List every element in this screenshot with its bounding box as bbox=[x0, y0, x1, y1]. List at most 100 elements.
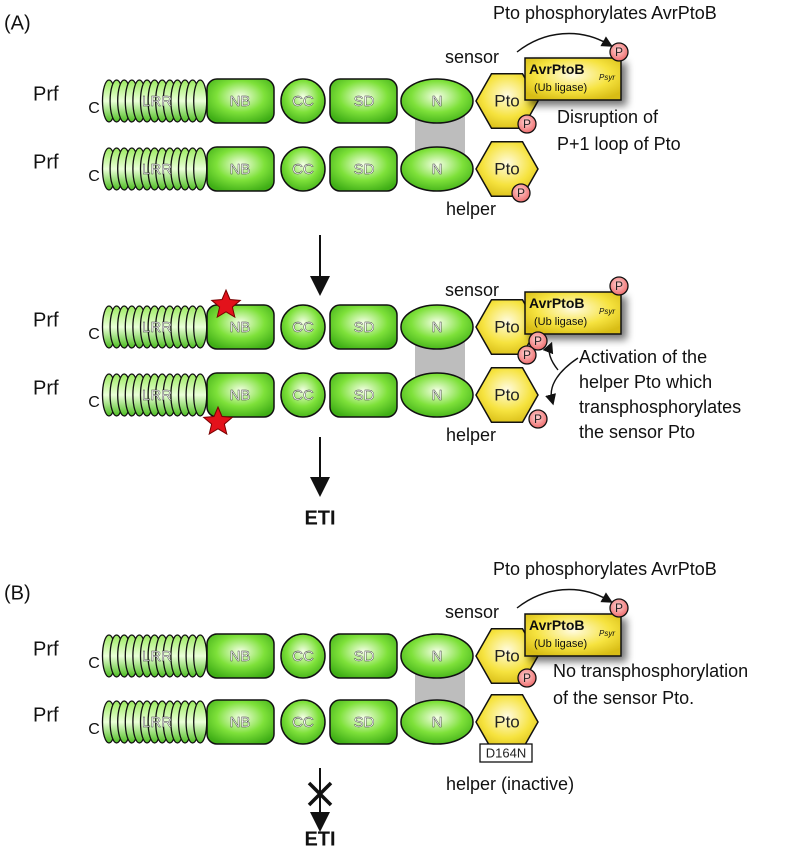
phosphate-label: P bbox=[523, 117, 531, 131]
ub-ligase-note: (Ub ligase) bbox=[534, 82, 587, 94]
pto-label: Pto bbox=[494, 646, 520, 665]
n-label: N bbox=[432, 93, 443, 110]
sd-domain bbox=[329, 633, 398, 679]
phosphorylation-arrow-b bbox=[516, 588, 613, 609]
nb-domain bbox=[206, 633, 275, 679]
nb-label: NB bbox=[230, 319, 251, 336]
lrr-domain: LRR bbox=[101, 373, 208, 417]
panel-b-label: (B) bbox=[4, 582, 31, 604]
lrr-label: LRR bbox=[142, 161, 172, 178]
phosphate-label: P bbox=[534, 334, 542, 348]
n-domain bbox=[400, 633, 474, 679]
transphosphorylation-arrow bbox=[545, 357, 579, 406]
mutation-label: D164N bbox=[486, 745, 526, 760]
n-domain bbox=[400, 372, 474, 418]
cc-domain bbox=[280, 633, 326, 679]
cc-label: CC bbox=[292, 319, 314, 336]
c-terminus-label: C bbox=[88, 168, 100, 185]
panel-a-label: (A) bbox=[4, 12, 31, 34]
phosphate-label: P bbox=[615, 45, 623, 59]
nb-domain bbox=[206, 146, 275, 192]
activation-note-line: Activation of the bbox=[579, 347, 707, 367]
nb-domain bbox=[206, 372, 275, 418]
n-label: N bbox=[432, 319, 443, 336]
pto-label: Pto bbox=[494, 385, 520, 404]
sd-label: SD bbox=[354, 648, 375, 665]
n-domain bbox=[400, 78, 474, 124]
lrr-label: LRR bbox=[142, 648, 172, 665]
prf-label: Prf bbox=[33, 151, 59, 173]
sd-domain bbox=[329, 372, 398, 418]
cc-label: CC bbox=[292, 387, 314, 404]
sd-domain bbox=[329, 146, 398, 192]
sd-domain bbox=[329, 304, 398, 350]
ub-ligase-note: (Ub ligase) bbox=[534, 638, 587, 650]
pto-phosphate-a1: P bbox=[517, 114, 537, 134]
phosphate-label: P bbox=[615, 279, 623, 293]
nb-label: NB bbox=[230, 714, 251, 731]
pto-phosphate-b: P bbox=[517, 668, 537, 688]
sd-label: SD bbox=[354, 161, 375, 178]
activation-star bbox=[210, 288, 242, 319]
activation-note-line: helper Pto which bbox=[579, 372, 712, 392]
avrptob-name: AvrPtoB bbox=[529, 295, 585, 311]
lrr-domain: LRR bbox=[101, 700, 208, 744]
disruption-note-line: P+1 loop of Pto bbox=[557, 134, 681, 154]
cc-label: CC bbox=[292, 648, 314, 665]
no-transphosphorylation-note: No transphosphorylation of the sensor Pto… bbox=[553, 661, 748, 708]
d164n-mutation-box: D164N bbox=[479, 743, 533, 763]
nb-label: NB bbox=[230, 161, 251, 178]
pto-label: Pto bbox=[494, 317, 520, 336]
phosphate-label: P bbox=[523, 348, 531, 362]
n-domain bbox=[400, 304, 474, 350]
c-terminus-label: C bbox=[88, 326, 100, 343]
pto-phosphate-a4: P bbox=[517, 345, 537, 365]
no-transphosphorylation-note-line: No transphosphorylation bbox=[553, 661, 748, 681]
helper-label-a2: helper bbox=[446, 425, 496, 445]
prf-label: Prf bbox=[33, 704, 59, 726]
pto-phosphate-a3: P bbox=[528, 331, 548, 351]
top-caption-b: Pto phosphorylates AvrPtoB bbox=[493, 559, 717, 579]
nb-domain bbox=[206, 699, 275, 745]
ub-ligase-note: (Ub ligase) bbox=[534, 316, 587, 328]
phosphate-label: P bbox=[523, 671, 531, 685]
lrr-label: LRR bbox=[142, 387, 172, 404]
nb-label: NB bbox=[230, 648, 251, 665]
phosphate-label: P bbox=[534, 412, 542, 426]
effector-phosphate-b: P bbox=[609, 598, 629, 618]
activation-arrow bbox=[542, 341, 559, 371]
disruption-note: Disruption ofP+1 loop of Pto bbox=[557, 107, 681, 154]
cc-domain bbox=[280, 372, 326, 418]
psyr-subscript: Psyr bbox=[599, 73, 615, 82]
no-transphosphorylation-note-line: of the sensor Pto. bbox=[553, 688, 694, 708]
effector-phosphate-a1: P bbox=[609, 42, 629, 62]
sd-label: SD bbox=[354, 387, 375, 404]
nb-label: NB bbox=[230, 93, 251, 110]
prf-label: Prf bbox=[33, 309, 59, 331]
eti-label-a: ETI bbox=[304, 507, 335, 529]
top-caption-a: Pto phosphorylates AvrPtoB bbox=[493, 3, 717, 23]
c-terminus-label: C bbox=[88, 100, 100, 117]
n-label: N bbox=[432, 387, 443, 404]
sensor-label-a2: sensor bbox=[445, 280, 499, 300]
lrr-domain: LRR bbox=[101, 634, 208, 678]
phosphate-label: P bbox=[615, 601, 623, 615]
avrptob-name: AvrPtoB bbox=[529, 61, 585, 77]
n-label: N bbox=[432, 648, 443, 665]
prf-label: Prf bbox=[33, 83, 59, 105]
pto-kinase bbox=[475, 72, 539, 130]
c-terminus-label: C bbox=[88, 394, 100, 411]
n-label: N bbox=[432, 714, 443, 731]
sensor-label-a1: sensor bbox=[445, 47, 499, 67]
cc-label: CC bbox=[292, 93, 314, 110]
pto-label: Pto bbox=[494, 712, 520, 731]
sd-label: SD bbox=[354, 93, 375, 110]
pto-phosphate-a5: P bbox=[528, 409, 548, 429]
nb-domain bbox=[206, 304, 275, 350]
